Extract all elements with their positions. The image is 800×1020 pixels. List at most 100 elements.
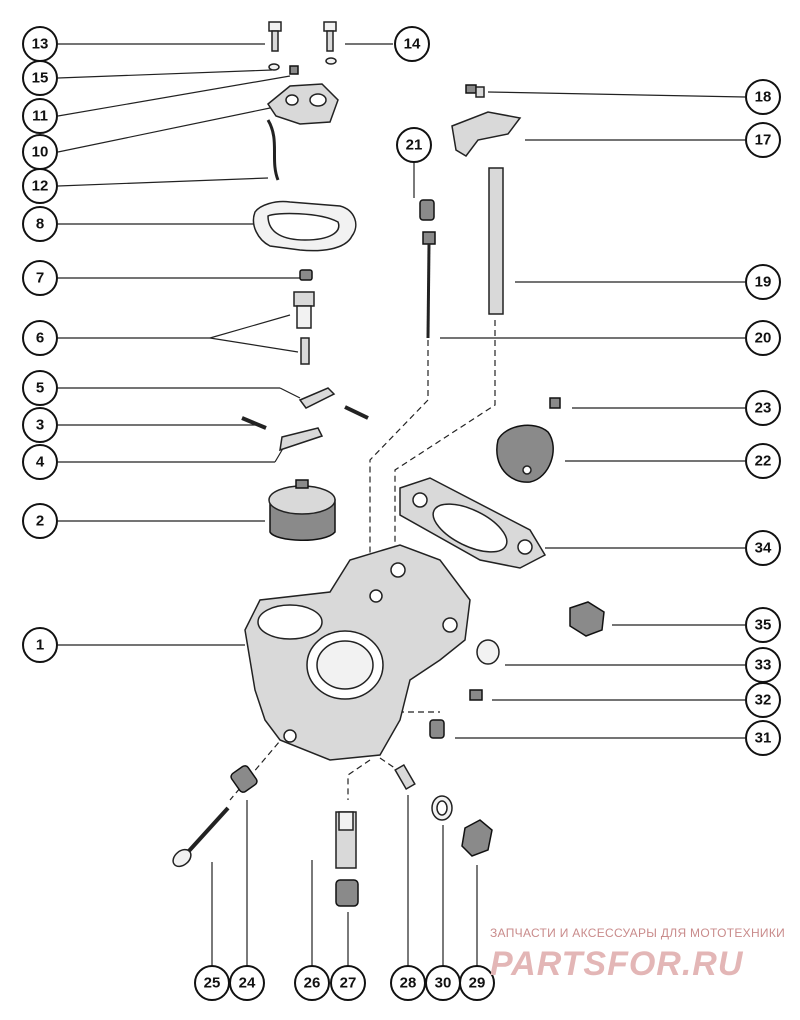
svg-text:30: 30: [435, 975, 452, 992]
watermark-brand: PARTSFOR.RU: [490, 945, 744, 983]
float-arm-5: [298, 387, 336, 409]
svg-text:12: 12: [32, 178, 49, 195]
gasket-30-hole: [436, 800, 448, 816]
svg-text:33: 33: [755, 657, 772, 674]
main-jet-26: [335, 811, 357, 869]
plug-33: [476, 639, 500, 665]
callout-8: 8: [22, 206, 58, 242]
link-rod-20: [422, 231, 436, 339]
pin-3: [241, 416, 267, 430]
float-hinge-4: [279, 427, 324, 452]
pin-5: [344, 405, 369, 420]
callout-11: 11: [22, 98, 58, 134]
float-2: [268, 479, 336, 541]
callout-27: 27: [330, 965, 366, 1001]
svg-text:21: 21: [406, 137, 423, 154]
svg-text:22: 22: [755, 453, 772, 470]
svg-text:26: 26: [304, 975, 321, 992]
gasket-8: [252, 200, 357, 252]
svg-text:10: 10: [32, 144, 49, 161]
spring-31: [429, 719, 445, 739]
throttle-plate-22: [496, 424, 554, 483]
watermark-subtitle: ЗАПЧАСТИ И АКСЕССУАРЫ ДЛЯ МОТОТЕХНИКИ: [490, 926, 785, 940]
needle-seat-7: [299, 269, 313, 281]
svg-text:3: 3: [36, 417, 44, 434]
callout-32: 32: [745, 682, 781, 718]
svg-text:15: 15: [32, 70, 49, 87]
callout-20: 20: [745, 320, 781, 356]
float-bowl-cover-10: [266, 83, 339, 125]
svg-text:18: 18: [755, 89, 772, 106]
screw-28: [394, 763, 416, 791]
callout-12: 12: [22, 168, 58, 204]
svg-text:32: 32: [755, 692, 772, 709]
lever-17: [451, 111, 522, 157]
callout-28: 28: [390, 965, 426, 1001]
svg-text:13: 13: [32, 36, 49, 53]
callout-23: 23: [745, 390, 781, 426]
callout-5: 5: [22, 370, 58, 406]
watermark: ЗАПЧАСТИ И АКСЕССУАРЫ ДЛЯ МОТОТЕХНИКИ PA…: [490, 926, 785, 983]
screw-14: [323, 21, 337, 52]
callout-34: 34: [745, 530, 781, 566]
svg-text:34: 34: [755, 540, 772, 557]
callout-1: 1: [22, 627, 58, 663]
nut-35: [569, 601, 605, 637]
svg-text:2: 2: [36, 513, 44, 530]
callout-3: 3: [22, 407, 58, 443]
callout-33: 33: [745, 647, 781, 683]
svg-text:7: 7: [36, 270, 44, 287]
hose-12: [266, 119, 280, 181]
callout-35: 35: [745, 607, 781, 643]
callout-4: 4: [22, 444, 58, 480]
nut-27: [335, 879, 359, 907]
carburetor-body-1: [244, 544, 471, 761]
mixture-needle-25: [172, 806, 230, 868]
callout-7: 7: [22, 260, 58, 296]
callout-18: 18: [745, 79, 781, 115]
gasket-34: [399, 477, 547, 569]
svg-text:35: 35: [755, 617, 772, 634]
callout-26: 26: [294, 965, 330, 1001]
callout-29: 29: [459, 965, 495, 1001]
svg-text:28: 28: [400, 975, 417, 992]
svg-text:31: 31: [755, 730, 772, 747]
callout-25: 25: [194, 965, 230, 1001]
washer-15: [268, 63, 280, 71]
svg-text:8: 8: [36, 216, 44, 233]
callout-2: 2: [22, 503, 58, 539]
callout-31: 31: [745, 720, 781, 756]
svg-text:17: 17: [755, 132, 772, 149]
callout-14: 14: [394, 26, 430, 62]
callout-22: 22: [745, 443, 781, 479]
svg-text:25: 25: [204, 975, 221, 992]
throttle-shaft-19: [488, 167, 504, 315]
svg-text:29: 29: [469, 975, 486, 992]
svg-text:24: 24: [239, 975, 256, 992]
screw-32: [469, 689, 483, 701]
svg-text:14: 14: [404, 36, 421, 53]
callout-6: 6: [22, 320, 58, 356]
svg-text:19: 19: [755, 274, 772, 291]
washer-14: [325, 57, 337, 65]
svg-text:4: 4: [36, 454, 45, 471]
bushing-21: [419, 199, 435, 221]
screw-23: [549, 397, 561, 409]
svg-text:27: 27: [340, 975, 357, 992]
plug-29: [461, 819, 493, 857]
callout-13: 13: [22, 26, 58, 62]
leader-lines: [57, 43, 746, 966]
screw-13: [268, 21, 282, 52]
callout-19: 19: [745, 264, 781, 300]
svg-text:6: 6: [36, 330, 44, 347]
callout-21: 21: [396, 127, 432, 163]
svg-text:5: 5: [36, 380, 44, 397]
screw-11: [289, 65, 299, 75]
svg-text:1: 1: [36, 637, 44, 654]
callout-10: 10: [22, 134, 58, 170]
callout-24: 24: [229, 965, 265, 1001]
callout-15: 15: [22, 60, 58, 96]
spring-24: [230, 765, 258, 793]
svg-text:23: 23: [755, 400, 772, 417]
